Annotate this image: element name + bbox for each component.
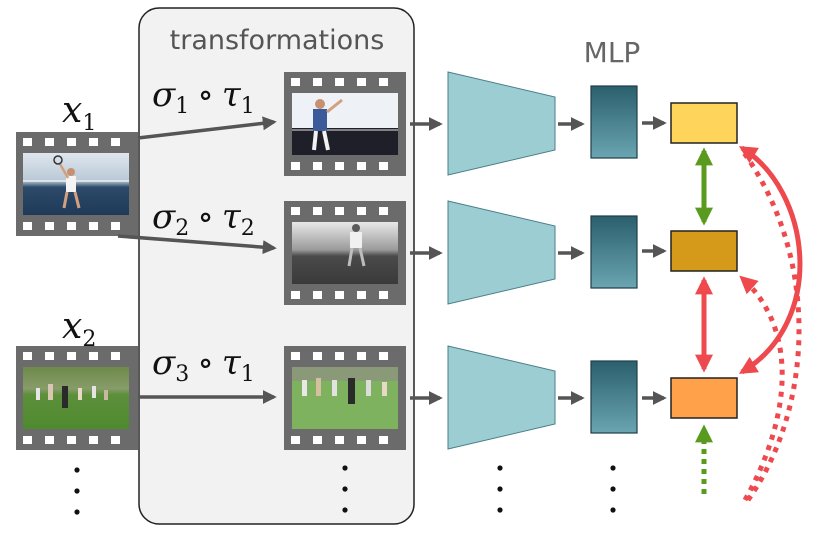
- input-label-x2: x2: [62, 306, 96, 352]
- transformed-film-2: [284, 201, 406, 305]
- ellipsis-encoders: [497, 465, 503, 513]
- encoder-2: [447, 200, 556, 305]
- negative-curve-arrow: [738, 145, 803, 375]
- field-people: [36, 384, 108, 408]
- tennis-gray-player: [347, 224, 366, 267]
- arrow-x1-to-t2: [117, 234, 277, 255]
- negative-dotted-curve-2: [739, 148, 802, 502]
- mlp-block-2: [590, 215, 638, 289]
- tennis-crop-player: [312, 98, 343, 151]
- input-film-x2: [16, 346, 138, 450]
- encoder-1: [447, 71, 556, 176]
- ellipsis-inputs: [74, 467, 80, 515]
- negative-dotted-curve-1: [739, 275, 785, 502]
- ellipsis-transforms: [342, 465, 348, 513]
- transform-label-1: σ1∘τ1: [152, 75, 255, 119]
- tennis-player: [53, 155, 81, 209]
- transformations-label: transformations: [170, 25, 385, 56]
- field-crop-people: [302, 378, 387, 404]
- transformed-film-3: [284, 346, 406, 450]
- embedding-3: [670, 377, 738, 419]
- mlp-label: MLP: [584, 36, 641, 69]
- mlp-block-3: [590, 360, 638, 434]
- tennis-gray-photo: [292, 222, 398, 284]
- input-label-x1: x1: [62, 90, 96, 136]
- input-film-x1: [16, 132, 138, 236]
- mlp-block-1: [590, 85, 638, 159]
- transform-label-3: σ3∘τ1: [152, 343, 255, 387]
- field-photo: [23, 367, 129, 429]
- embedding-2: [670, 230, 738, 272]
- ellipsis-mlp: [610, 465, 616, 513]
- encoder-3: [447, 345, 556, 450]
- embedding-1: [670, 102, 738, 144]
- transformed-film-1: [284, 72, 406, 176]
- transform-label-2: σ2∘τ2: [152, 197, 255, 241]
- arrow-x1-to-t1: [137, 116, 277, 140]
